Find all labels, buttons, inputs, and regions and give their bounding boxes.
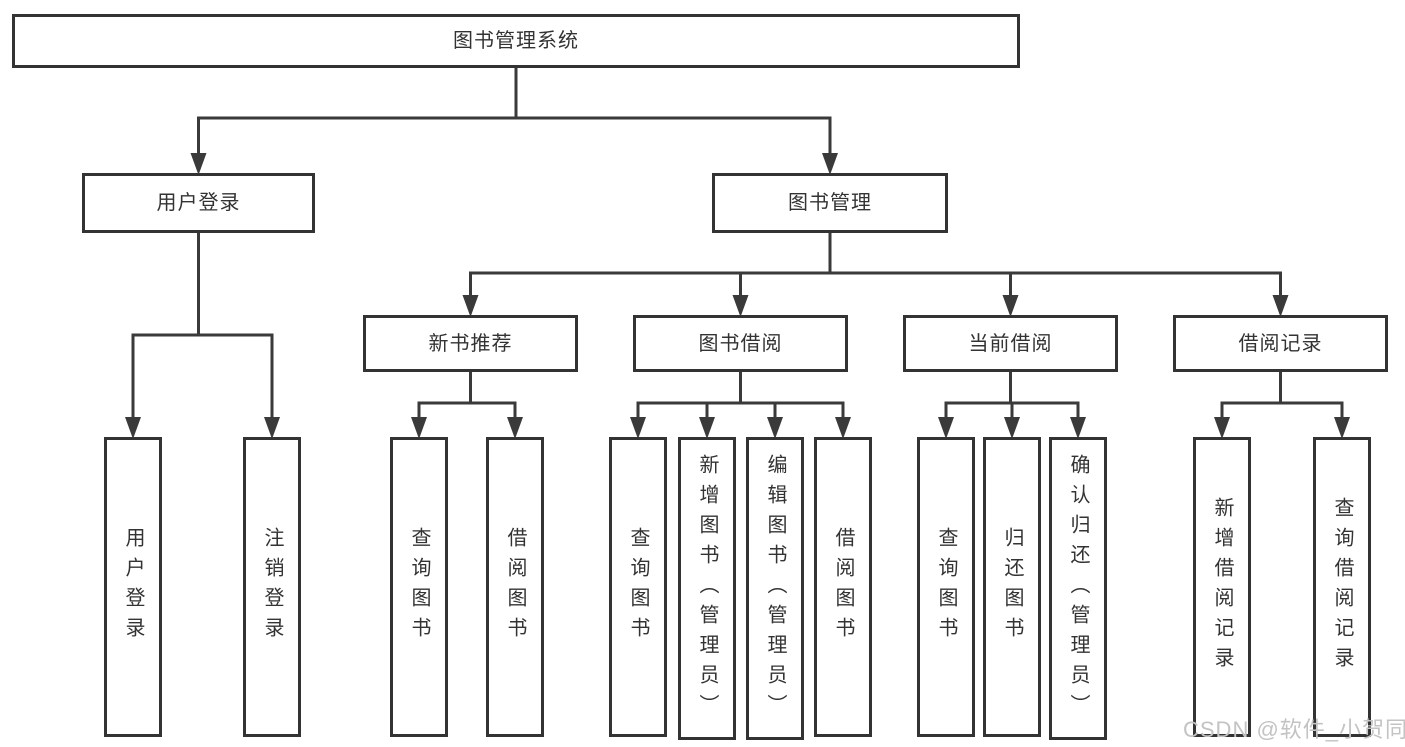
node-logout: 注销登录	[243, 437, 301, 737]
node-cu-return: 归还图书	[983, 437, 1041, 737]
node-records: 借阅记录	[1173, 315, 1388, 372]
arrowhead-icon	[1272, 295, 1289, 317]
arrowhead-icon	[767, 417, 783, 439]
node-bw-borrow: 借阅图书	[814, 437, 872, 737]
node-bw-add: 新增图书（管理员）	[678, 437, 736, 740]
watermark: CSDN @软件_小贺同学	[1183, 717, 1405, 742]
node-bw-query: 查询图书	[609, 437, 667, 737]
node-newbook: 新书推荐	[363, 315, 578, 372]
arrowhead-icon	[1002, 295, 1019, 317]
node-nb-query: 查询图书	[390, 437, 448, 737]
node-cu-confirm: 确认归还（管理员）	[1049, 437, 1107, 740]
arrowhead-icon	[1070, 417, 1086, 439]
arrowhead-icon	[1334, 417, 1350, 439]
node-borrow: 图书借阅	[633, 315, 848, 372]
arrowhead-icon	[125, 417, 141, 439]
arrowhead-icon	[822, 153, 838, 175]
arrowhead-icon	[938, 417, 954, 439]
arrowhead-icon	[462, 295, 479, 317]
arrowhead-icon	[1214, 417, 1230, 439]
node-current: 当前借阅	[903, 315, 1118, 372]
arrowhead-icon	[699, 417, 715, 439]
arrowhead-icon	[411, 417, 427, 439]
arrowhead-icon	[264, 417, 280, 439]
node-login-do: 用户登录	[104, 437, 162, 737]
node-bw-edit: 编辑图书（管理员）	[746, 437, 804, 740]
arrowhead-icon	[732, 295, 749, 317]
arrowhead-icon	[630, 417, 646, 439]
arrowhead-icon	[190, 153, 207, 175]
node-rc-query: 查询借阅记录	[1313, 437, 1371, 737]
arrowhead-icon	[835, 417, 851, 439]
node-bookmgmt: 图书管理	[712, 173, 948, 233]
arrowhead-icon	[1004, 417, 1020, 439]
node-login: 用户登录	[82, 173, 315, 233]
node-cu-query: 查询图书	[917, 437, 975, 737]
node-nb-borrow: 借阅图书	[486, 437, 544, 737]
arrowhead-icon	[507, 417, 523, 439]
node-root: 图书管理系统	[12, 14, 1020, 68]
node-rc-add: 新增借阅记录	[1193, 437, 1251, 737]
